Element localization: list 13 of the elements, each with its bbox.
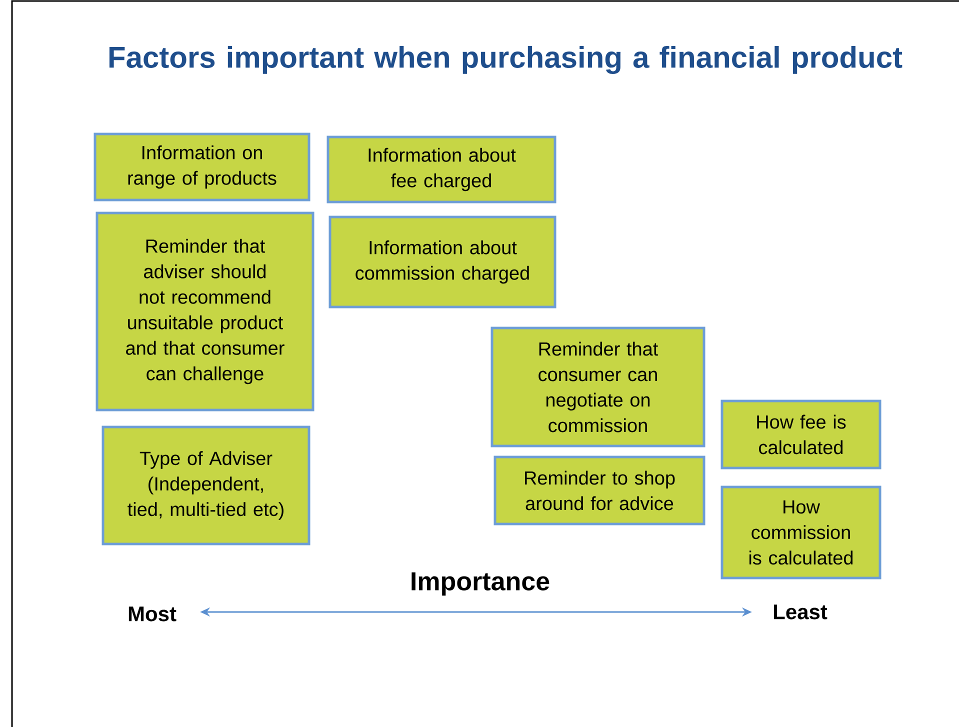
factor-box: Type of Adviser (Independent, tied, multi-tied etc) [102,426,310,546]
factor-box: Information on range of products [94,132,310,202]
factor-box: Information about commission charged [328,216,556,308]
factor-box: Reminder to shop around for advice [494,456,706,526]
factor-box: How fee is calculated [720,400,882,470]
scale-label: Most [128,606,176,622]
factor-box: Reminder that adviser should not recommend unsuitable product and that consumer can challenge [96,212,314,412]
title: Factors important when purchasing a financial product [109,46,902,74]
factor-box: How commission is calculated [720,486,882,580]
scale-label: Least [774,604,828,620]
factor-box: Information about fee charged [326,136,556,204]
factor-box: Reminder that consumer can negotiate on commission [490,326,706,448]
axis-title: Importance [412,572,550,596]
